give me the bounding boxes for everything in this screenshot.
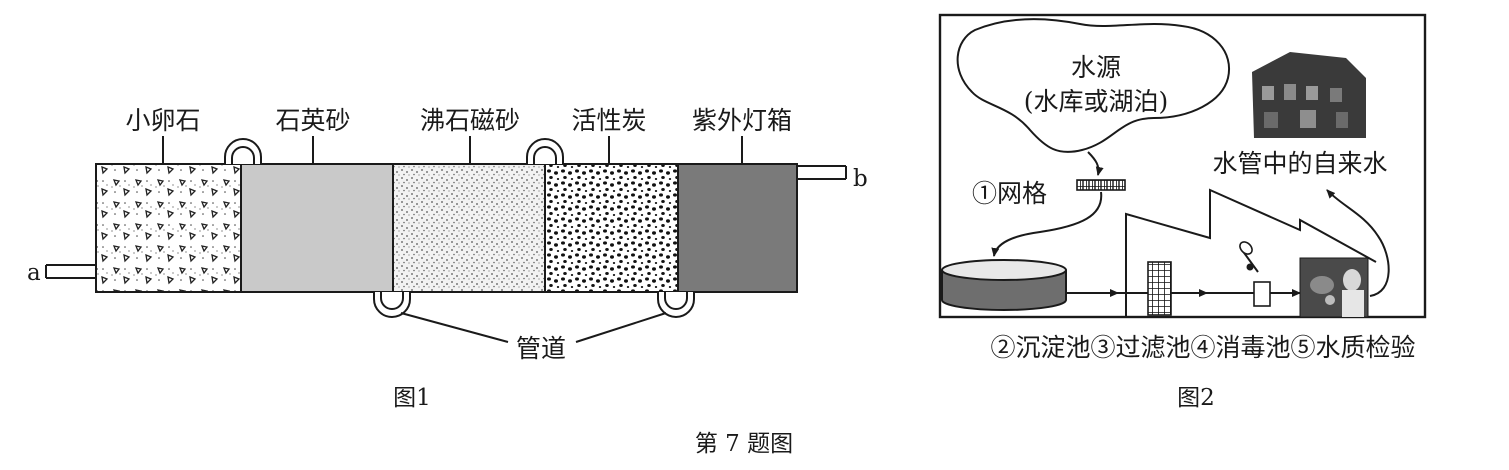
pipe-leader-right — [575, 312, 667, 343]
activated-carbon-layer — [544, 163, 679, 293]
label-uv-box: 紫外灯箱 — [692, 106, 792, 135]
disinfection-pool — [1239, 241, 1271, 307]
sedimentation-tank — [941, 259, 1067, 311]
quartz-sand-layer — [240, 163, 394, 293]
outlet-label: b — [853, 166, 868, 192]
water-source-cloud — [956, 18, 1231, 153]
zeolite-magnetite-layer — [392, 163, 546, 293]
label-activated-carbon: 活性炭 — [571, 106, 646, 135]
label-quartz-sand: 石英砂 — [275, 106, 350, 135]
caption-question-figure: 第 7 题图 — [695, 431, 793, 457]
outlet-pipe: b — [797, 165, 868, 192]
uv-lamp-box — [677, 163, 798, 293]
label-tap-water: 水管中的自来水 — [1212, 149, 1387, 178]
pipe-leader-left — [400, 312, 509, 343]
water-source-subtitle: (水库或湖泊) — [1024, 87, 1169, 116]
bottom-pipe-2 — [657, 292, 695, 318]
mesh-grid — [1076, 179, 1126, 191]
caption-figure-1: 图1 — [393, 385, 431, 411]
water-source-title: 水源 — [1071, 53, 1121, 82]
bottom-pipe-1 — [373, 292, 411, 318]
factory-outline — [1125, 188, 1377, 317]
label-zeolite-magnetite: 沸石磁砂 — [420, 106, 520, 135]
pebble-layer — [95, 163, 242, 293]
figure-1: a b 小卵石 石英砂 沸石磁砂 活性炭 紫外灯箱 — [27, 106, 868, 411]
filter-pool — [1147, 261, 1172, 316]
inlet-label: a — [27, 260, 41, 286]
caption-figure-2: 图2 — [1177, 385, 1215, 411]
inlet-pipe: a — [27, 260, 96, 286]
figure-2: 水源 (水库或湖泊) ①网格 — [938, 13, 1427, 411]
label-pipe: 管道 — [516, 334, 566, 363]
top-pipe-2 — [526, 138, 564, 164]
label-pebbles: 小卵石 — [125, 106, 200, 135]
label-treatment-steps: ②沉淀池③过滤池④消毒池⑤水质检验 — [990, 333, 1415, 362]
water-testing-photo — [1299, 257, 1369, 318]
building-photo — [1250, 52, 1368, 138]
top-pipe-1 — [224, 138, 262, 164]
label-grid: ①网格 — [972, 179, 1047, 208]
